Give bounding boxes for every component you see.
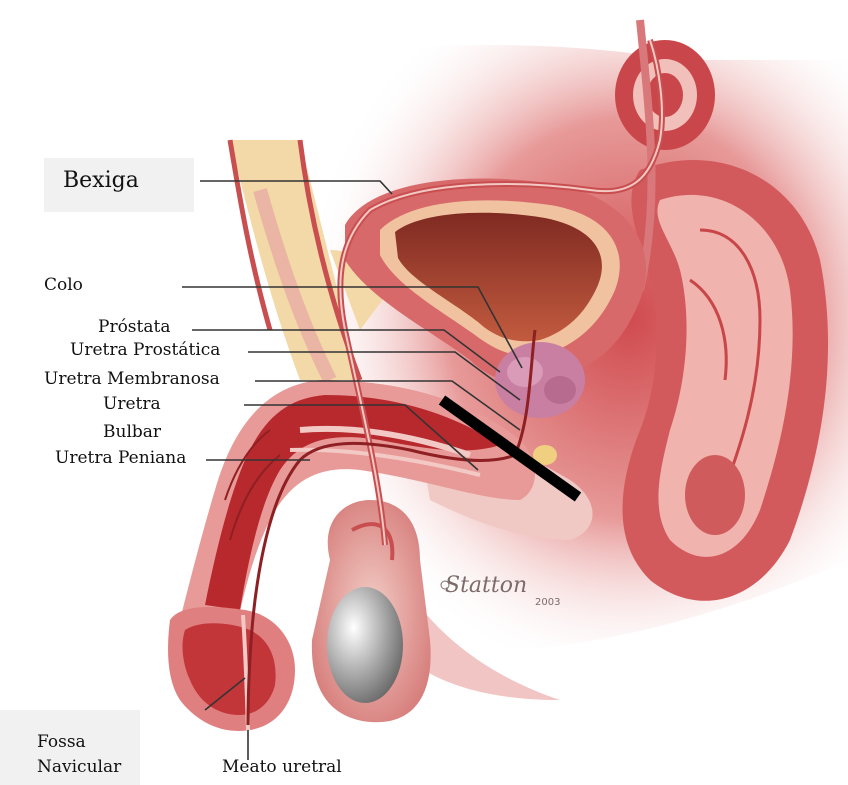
label-uretra-prostatica: Uretra Prostática — [70, 341, 220, 360]
label-colo: Colo — [44, 276, 83, 295]
label-uretra-bulbar-1: Uretra — [103, 395, 161, 414]
label-fossa-2: Navicular — [37, 758, 121, 777]
signature-name: Statton — [445, 573, 527, 598]
prostate — [495, 342, 585, 418]
label-uretra-bulbar-2: Bulbar — [103, 423, 161, 442]
label-prostata: Próstata — [98, 318, 170, 337]
label-uretra-peniana: Uretra Peniana — [55, 449, 186, 468]
label-uretra-membranosa: Uretra Membranosa — [44, 370, 220, 389]
label-meato: Meato uretral — [222, 758, 342, 777]
scrotum — [312, 500, 431, 722]
label-fossa-1: Fossa — [37, 733, 86, 752]
glans — [168, 607, 295, 731]
signature-year: 2003 — [535, 597, 560, 608]
label-bexiga: Bexiga — [63, 169, 139, 193]
